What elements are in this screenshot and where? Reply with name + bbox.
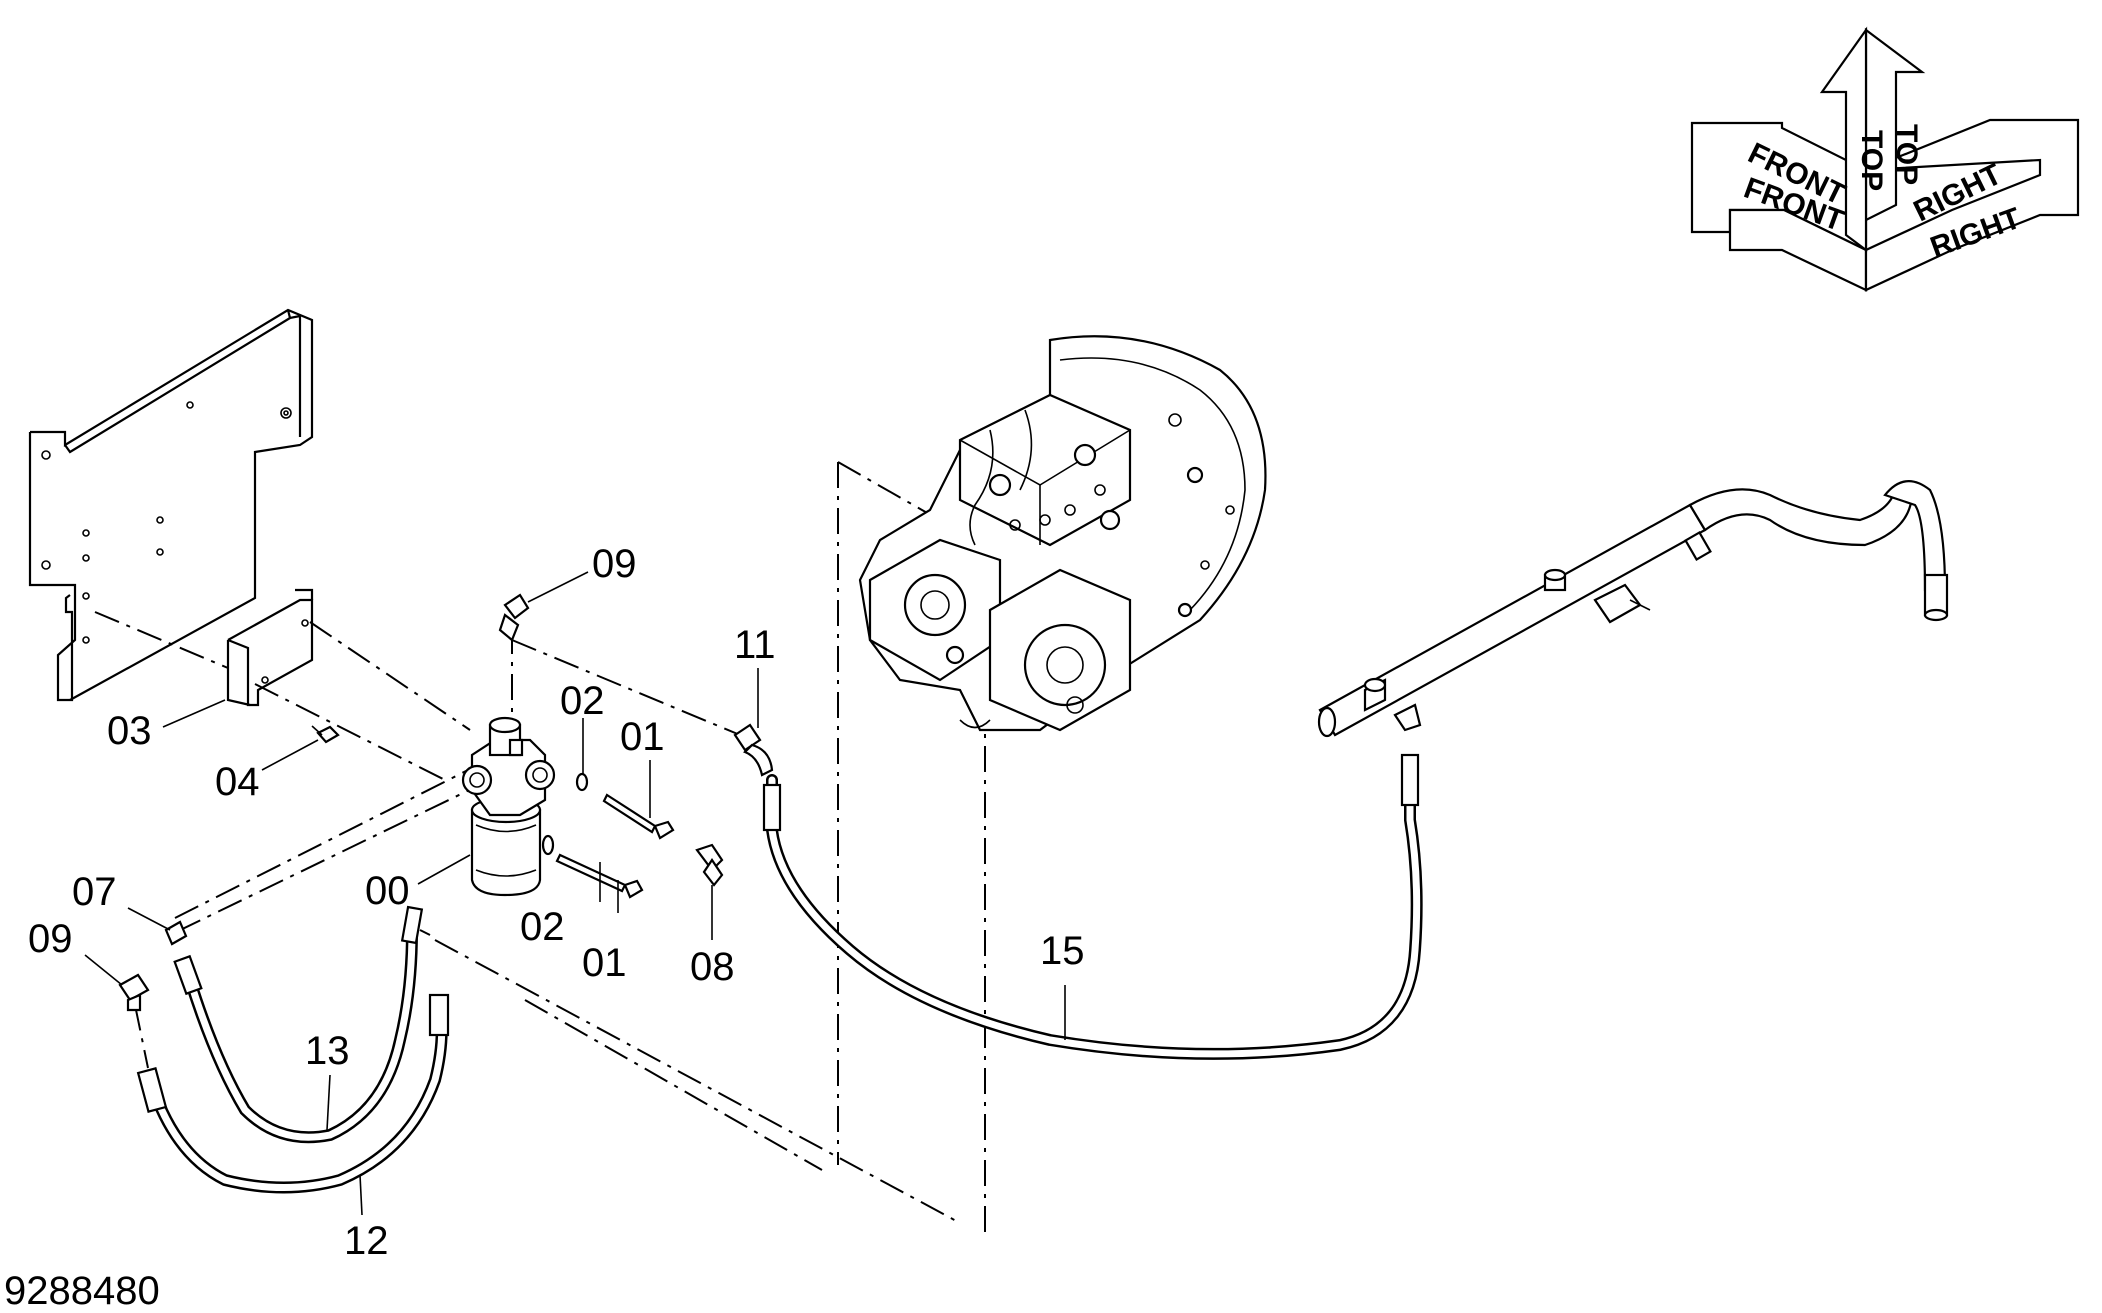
fitting-07 (164, 920, 188, 946)
callout-00: 00 (365, 869, 410, 913)
hose-13 (173, 905, 424, 1144)
fitting-09-lower (118, 973, 150, 1012)
callout-09-upper: 09 (592, 542, 637, 586)
hose-12 (136, 993, 450, 1194)
callout-08: 08 (690, 945, 735, 989)
fitting-09-upper (498, 593, 530, 642)
callout-02-upper: 02 (560, 679, 605, 723)
hose-15 (762, 753, 1423, 1060)
callout-15: 15 (1040, 929, 1085, 973)
fitting-08 (695, 843, 724, 887)
top-label: TOP (1855, 130, 1888, 191)
callout-01-lower: 01 (582, 941, 627, 985)
bolt-01-lower (555, 853, 644, 899)
callout-07: 07 (72, 870, 117, 914)
callout-11: 11 (734, 623, 776, 667)
filter-assembly (461, 716, 556, 897)
assembly-lines (94, 461, 986, 1235)
fitting-11 (733, 723, 774, 777)
callout-02-lower: 02 (520, 905, 565, 949)
callout-09-lower: 09 (28, 917, 73, 961)
bolt-01-upper (602, 793, 675, 840)
mounting-plate (28, 308, 314, 702)
washer-02-upper (575, 772, 589, 792)
callouts: 03 04 00 02 01 02 01 08 09 11 07 09 13 1… (28, 542, 1085, 1263)
hydraulic-pump-assembly (858, 335, 1267, 732)
washer-02-lower (541, 834, 555, 856)
callout-04: 04 (215, 760, 260, 804)
callout-12: 12 (344, 1219, 389, 1263)
top-arrow-left (1819, 26, 1868, 253)
pipe-assembly (1317, 480, 1949, 738)
right-panel (1864, 118, 2080, 292)
leader-lines (84, 571, 1066, 1216)
orientation-indicator: FRONT FRONT TOP TOP RIGHT RIGHT (1690, 26, 2080, 292)
bracket (226, 588, 314, 707)
callout-03: 03 (107, 709, 152, 753)
bolt-04 (311, 725, 340, 744)
drawing-number: 9288480 (4, 1269, 160, 1313)
callout-13: 13 (305, 1029, 350, 1073)
callout-01-upper: 01 (620, 715, 665, 759)
top-label-right: TOP (1890, 124, 1923, 185)
